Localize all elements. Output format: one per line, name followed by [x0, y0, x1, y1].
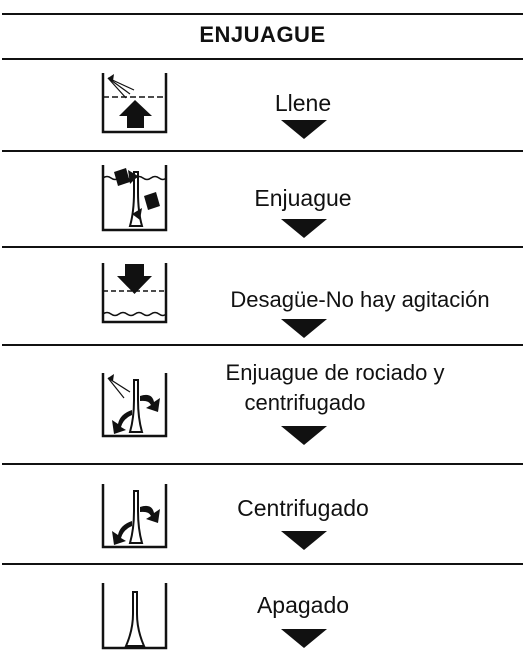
step-spin: Centrifugado [0, 473, 525, 559]
down-arrow-icon [281, 219, 327, 238]
divider [2, 563, 523, 565]
rinse-agitate-icon [100, 162, 170, 234]
divider [2, 344, 523, 346]
down-arrow-icon [281, 531, 327, 550]
page-title: ENJUAGUE [199, 22, 326, 47]
step-label: centrifugado [244, 390, 366, 415]
step-label: Desagüe-No hay agitación [230, 287, 490, 312]
step-off: Apagado [0, 572, 525, 656]
down-arrow-icon [281, 629, 327, 648]
spin-icon [100, 481, 170, 551]
down-arrow-icon [281, 426, 327, 445]
step-label: Apagado [256, 592, 350, 618]
spray-rinse-spin-icon [100, 370, 170, 440]
step-label: Enjuague [254, 185, 352, 211]
step-label: Llene [274, 90, 332, 116]
down-arrow-icon [281, 120, 327, 139]
step-label: Enjuague de rociado y [225, 360, 445, 385]
step-fill: Llene [0, 68, 525, 146]
step-rinse: Enjuague [0, 160, 525, 242]
fill-tub-icon [100, 70, 170, 136]
step-spray-rinse-spin: Enjuague de rociado y centrifugado [0, 354, 525, 459]
divider [2, 13, 523, 15]
divider [2, 150, 523, 152]
step-drain: Desagüe-No hay agitación [0, 256, 525, 340]
off-icon [100, 580, 170, 652]
step-label: Centrifugado [237, 495, 369, 521]
down-arrow-icon [281, 319, 327, 338]
drain-icon [100, 260, 170, 326]
divider [2, 463, 523, 465]
divider [2, 246, 523, 248]
divider [2, 58, 523, 60]
